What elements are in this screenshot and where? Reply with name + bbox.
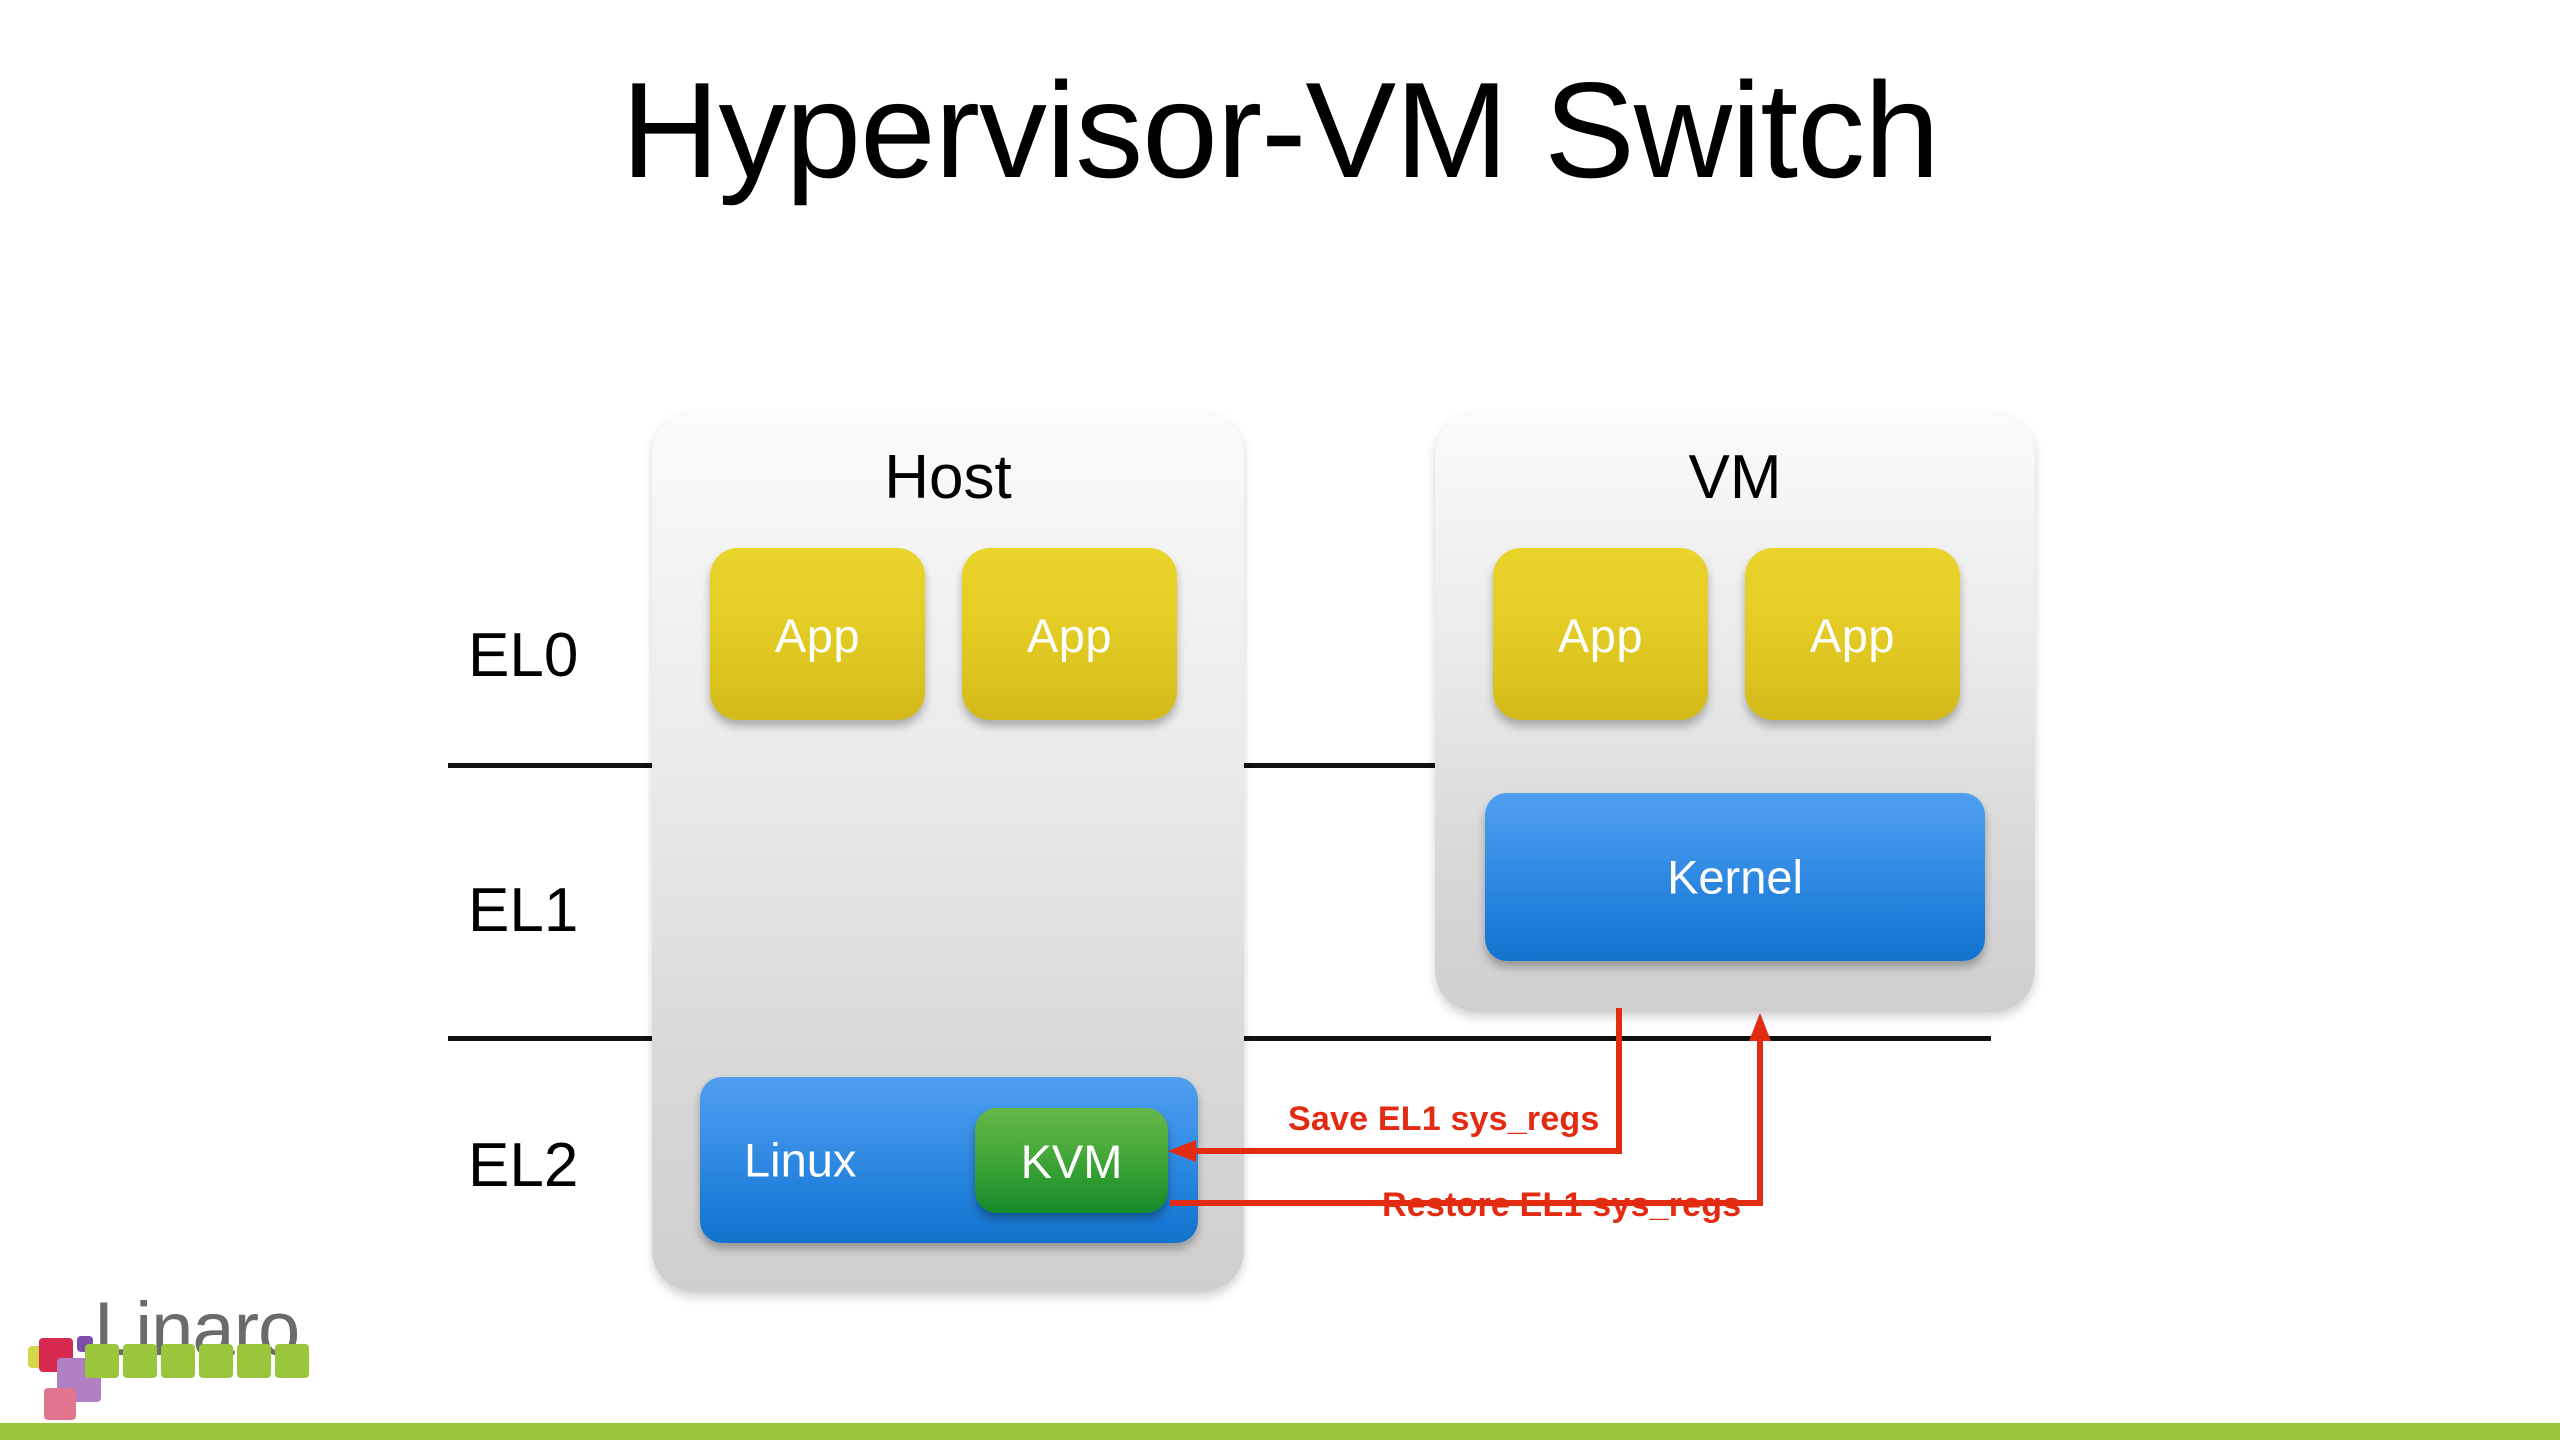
- footer-accent-bar: [0, 1423, 2560, 1440]
- vm-app-box-1: App: [1493, 548, 1708, 720]
- vm-title: VM: [1688, 443, 1782, 512]
- restore-arrow-label: Restore EL1 sys_regs: [1382, 1186, 1742, 1224]
- vm-app-label-1: App: [1557, 608, 1644, 662]
- host-linux-label: Linux: [744, 1133, 857, 1187]
- host-title: Host: [884, 443, 1012, 512]
- host-app-box-2: App: [962, 548, 1177, 720]
- green-square-1: [85, 1344, 119, 1378]
- pink-square: [44, 1388, 76, 1420]
- green-square-4: [199, 1344, 233, 1378]
- vm-app-box-2: App: [1745, 548, 1960, 720]
- exception-level-label-el2: EL2: [468, 1131, 579, 1200]
- vm-app-label-2: App: [1809, 608, 1896, 662]
- save-arrow-label: Save EL1 sys_regs: [1288, 1100, 1600, 1138]
- vm-kernel-box: Kernel: [1485, 793, 1985, 961]
- host-app-label-2: App: [1026, 608, 1113, 662]
- host-kvm-label: KVM: [1020, 1135, 1123, 1188]
- green-square-6: [275, 1344, 309, 1378]
- host-app-box-1: App: [710, 548, 925, 720]
- green-square-2: [123, 1344, 157, 1378]
- host-app-label-1: App: [774, 608, 861, 662]
- linaro-logo: Linaro: [22, 1292, 342, 1422]
- exception-level-label-el0: EL0: [468, 621, 579, 690]
- green-square-5: [237, 1344, 271, 1378]
- page-title: Hypervisor-VM Switch: [621, 54, 1940, 206]
- vm-kernel-label: Kernel: [1667, 850, 1803, 904]
- exception-level-label-el1: EL1: [468, 876, 579, 945]
- green-square-3: [161, 1344, 195, 1378]
- host-kvm-box: KVM: [975, 1108, 1168, 1213]
